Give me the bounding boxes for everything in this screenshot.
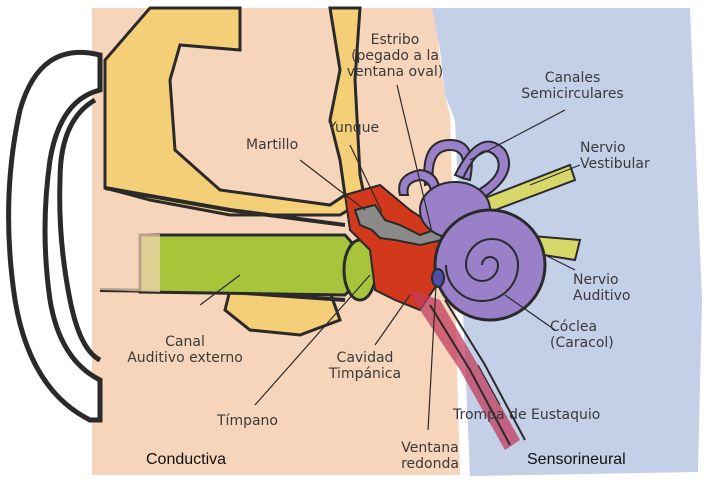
round-window [432,269,444,287]
label-timpano: Tímpano [217,413,278,429]
label-yunque: Yunque [328,120,379,136]
label-cavidad-timpanica: Cavidad Timpánica [320,350,410,382]
ear-canal [140,235,360,295]
label-trompa-eustaquio: Trompa de Eustaquio [453,407,600,423]
label-canales-semicirculares: Canales Semicirculares [510,70,635,102]
label-martillo: Martillo [246,137,298,153]
ear-canal-fade [100,232,160,292]
label-nervio-auditivo: Nervio Auditivo [573,272,630,304]
cochlea [435,210,545,320]
label-ventana-redonda: Ventana redonda [385,440,475,472]
label-nervio-vestibular: Nervio Vestibular [580,140,650,172]
zone-label-sensorineural: Sensorineural [527,452,626,468]
zone-label-conductiva: Conductiva [146,452,226,468]
label-canal-auditivo: Canal Auditivo externo [110,334,260,366]
label-estribo: Estribo (pegado a la ventana oval) [335,32,455,80]
label-coclea: Cóclea (Caracol) [550,319,614,351]
